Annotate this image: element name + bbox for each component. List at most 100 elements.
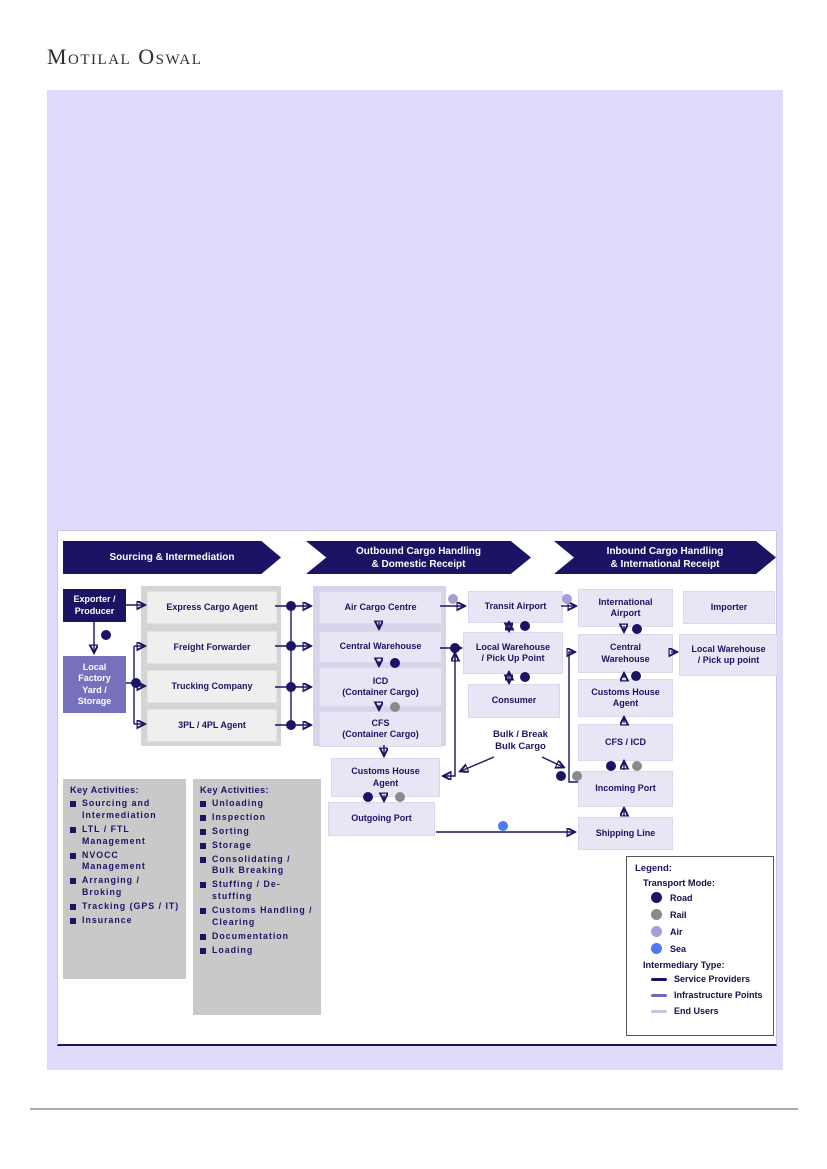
node-local-warehouse-domestic: Local Warehouse / Pick Up Point [463, 632, 563, 674]
node-label: International [598, 596, 653, 607]
legend-label: Air [670, 926, 683, 937]
node-label: Bulk Cargo [495, 741, 546, 752]
node-label: ICD [372, 675, 389, 686]
key-activities-cargo-handling: Key Activities: Unloading Inspection Sor… [193, 779, 321, 1015]
node-label: Storage [77, 695, 112, 706]
rail-dot-icon [651, 909, 662, 920]
node-label: Air Cargo Centre [344, 601, 417, 612]
banner-outbound-cargo: Outbound Cargo Handling & Domestic Recei… [306, 541, 531, 574]
node-label: Central Warehouse [339, 641, 422, 652]
banner-label: & Domestic Receipt [371, 558, 466, 570]
road-dot-icon [651, 892, 662, 903]
road-dot-icon [286, 720, 296, 730]
list-item: Customs Handling / Clearing [200, 905, 316, 929]
node-customs-house-agent-outbound: Customs House Agent [331, 758, 440, 797]
node-label: Consumer [491, 695, 537, 706]
node-label: Factory [78, 673, 111, 684]
node-label: CFS / ICD [604, 736, 646, 747]
node-air-cargo-centre: Air Cargo Centre [319, 591, 442, 624]
air-dot-icon [448, 594, 458, 604]
end-users-line-icon [651, 1009, 667, 1013]
road-dot-icon [286, 641, 296, 651]
road-dot-icon [556, 771, 566, 781]
sea-dot-icon [651, 943, 662, 954]
node-label: Agent [372, 777, 399, 788]
air-dot-icon [651, 926, 662, 937]
node-label: Bulk / Break [493, 729, 548, 741]
list-item: Sourcing and Intermediation [70, 798, 181, 822]
node-label: Customs House [351, 766, 420, 777]
list-item: Storage [200, 840, 316, 852]
node-label: (Container Cargo) [342, 687, 419, 697]
footer-divider [30, 1108, 798, 1110]
node-label: Local Warehouse [475, 641, 551, 652]
node-label: Incoming Port [595, 783, 656, 794]
list-item: NVOCC Management [70, 850, 181, 874]
node-label: Warehouse [601, 653, 650, 664]
list-item: Loading [200, 945, 316, 957]
rail-dot-icon [632, 761, 642, 771]
banner-sourcing-intermediation: Sourcing & Intermediation [63, 541, 281, 574]
node-importer: Importer [683, 591, 775, 624]
node-label: / Pick up point [697, 655, 760, 665]
node-outgoing-port: Outgoing Port [328, 802, 435, 836]
key-activities-title: Key Activities: [70, 785, 139, 795]
brand-logo: Motilal Oswal [47, 44, 203, 69]
node-transit-airport: Transit Airport [468, 591, 563, 623]
node-label: Express Cargo Agent [166, 601, 258, 612]
service-providers-line-icon [651, 977, 667, 981]
node-central-warehouse-outbound: Central Warehouse [319, 631, 442, 663]
node-freight-forwarder: Freight Forwarder [147, 631, 277, 664]
node-label: Outgoing Port [351, 813, 412, 824]
legend-item-infrastructure-points: Infrastructure Points [651, 990, 767, 1000]
banner-label: & International Receipt [610, 558, 720, 570]
legend-item-end-users: End Users [651, 1006, 767, 1016]
legend-item-air: Air [651, 926, 767, 937]
list-item: Stuffing / De- stuffing [200, 879, 316, 903]
node-customs-house-agent-inbound: Customs House Agent [578, 679, 673, 717]
node-label: Transit Airport [484, 601, 547, 612]
node-label: Producer [74, 605, 115, 616]
label-bulk-break-bulk-cargo: Bulk / Break Bulk Cargo [473, 723, 568, 759]
node-label: CFS [371, 717, 390, 728]
road-dot-icon [450, 643, 460, 653]
legend-label: End Users [674, 1006, 719, 1016]
node-label: Agent [612, 698, 639, 708]
road-dot-icon [131, 678, 141, 688]
legend-item-service-providers: Service Providers [651, 974, 767, 984]
node-label: 3PL / 4PL Agent [178, 719, 246, 730]
node-international-airport: International Airport [578, 589, 673, 627]
road-dot-icon [101, 630, 111, 640]
legend: Legend: Transport Mode: Road Rail Air Se… [626, 856, 774, 1036]
node-label: Airport [610, 608, 641, 618]
exhibit-panel: Sourcing & Intermediation Outbound Cargo… [47, 90, 783, 1070]
node-label: Importer [710, 601, 748, 612]
diagram-canvas: Sourcing & Intermediation Outbound Cargo… [57, 530, 778, 1046]
node-cfs-container-cargo: CFS (Container Cargo) [319, 711, 442, 747]
node-consumer: Consumer [468, 684, 560, 718]
node-label: Yard / [82, 684, 107, 695]
node-label: Local [82, 662, 107, 672]
legend-label: Sea [670, 943, 687, 954]
air-dot-icon [562, 594, 572, 604]
legend-label: Infrastructure Points [674, 990, 763, 1000]
node-exporter-producer: Exporter / Producer [63, 589, 126, 622]
road-dot-icon [286, 601, 296, 611]
list-item: Inspection [200, 812, 316, 824]
node-label: Customs House [591, 686, 660, 697]
list-item: Documentation [200, 931, 316, 943]
banner-label: Sourcing & Intermediation [109, 552, 235, 563]
node-cfs-icd: CFS / ICD [578, 724, 673, 761]
key-activities-sourcing: Key Activities: Sourcing and Intermediat… [63, 779, 186, 979]
node-label: Trucking Company [171, 680, 253, 691]
legend-label: Road [670, 892, 693, 903]
legend-item-sea: Sea [651, 943, 767, 954]
node-shipping-line: Shipping Line [578, 817, 673, 850]
sea-dot-icon [498, 821, 508, 831]
node-label: (Container Cargo) [342, 729, 419, 739]
node-label: Local Warehouse [691, 643, 766, 654]
node-express-cargo-agent: Express Cargo Agent [147, 591, 277, 624]
node-central-warehouse-inbound: Central Warehouse [578, 634, 673, 673]
legend-item-rail: Rail [651, 909, 767, 920]
node-trucking-company: Trucking Company [147, 670, 277, 703]
